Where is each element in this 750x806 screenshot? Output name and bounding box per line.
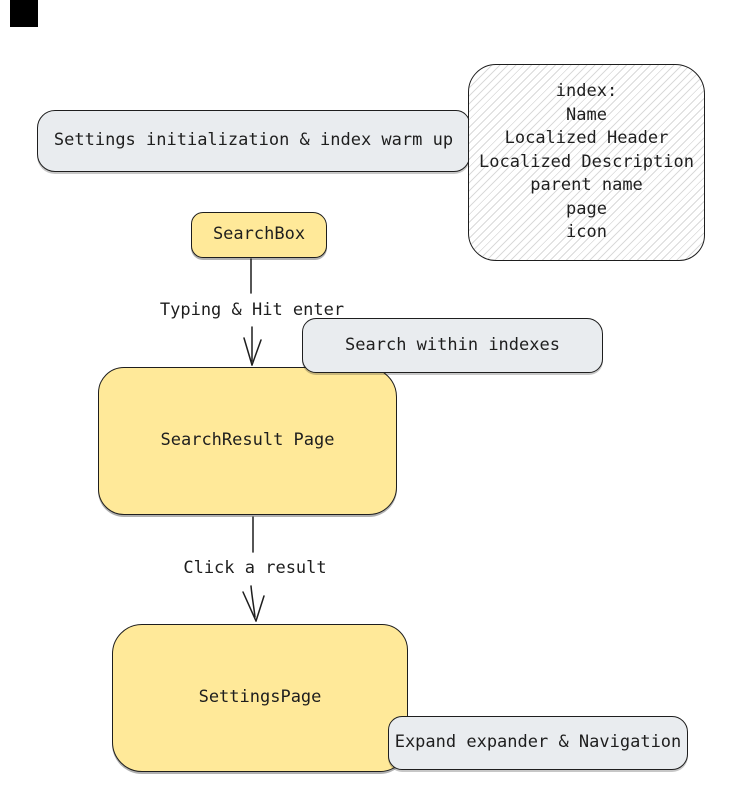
index-note-line: page xyxy=(566,198,607,219)
node-expand-expander-navigation: Expand expander & Navigation xyxy=(388,716,688,770)
node-search-within-indexes: Search within indexes xyxy=(302,318,603,373)
node-label: Search within indexes xyxy=(345,334,560,355)
index-note-line: icon xyxy=(566,222,607,243)
node-label: SearchResult Page xyxy=(160,430,335,451)
node-settings-initialization: Settings initialization & index warm up xyxy=(37,110,470,172)
edge-label-typing-hit-enter: Typing & Hit enter xyxy=(159,300,345,320)
index-note-line: parent name xyxy=(530,175,643,196)
index-note-line: Name xyxy=(566,104,607,125)
edge-label-click-a-result: Click a result xyxy=(183,558,327,578)
node-index-note: index: Name Localized Header Localized D… xyxy=(468,64,705,261)
node-settingspage: SettingsPage xyxy=(112,624,408,772)
node-label: SettingsPage xyxy=(198,687,322,708)
node-searchresult-page: SearchResult Page xyxy=(98,367,397,515)
index-note-line: index: xyxy=(555,81,618,102)
index-note-lines: index: Name Localized Header Localized D… xyxy=(469,80,704,245)
index-note-line: Localized Header xyxy=(504,128,669,149)
node-label: Expand expander & Navigation xyxy=(394,732,682,753)
node-searchbox: SearchBox xyxy=(191,212,327,258)
node-label: Settings initialization & index warm up xyxy=(53,130,454,151)
corner-black-mark xyxy=(10,0,38,27)
node-label: SearchBox xyxy=(212,224,306,245)
index-note-line: Localized Description xyxy=(479,151,694,172)
